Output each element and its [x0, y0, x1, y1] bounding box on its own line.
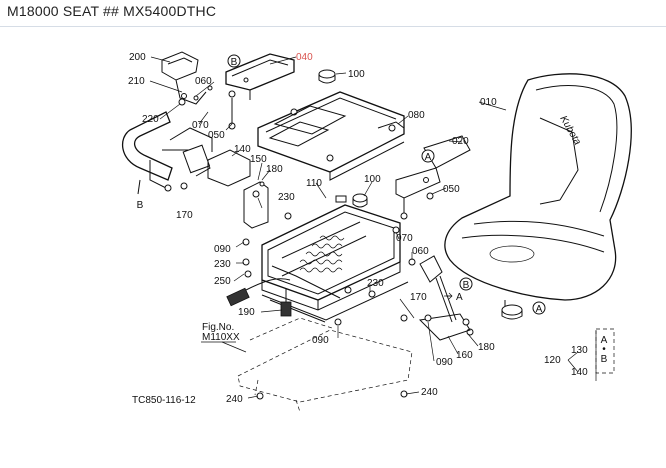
seat-belt	[121, 111, 213, 195]
marker-B-4: B	[601, 354, 608, 365]
marker-B-3: B	[459, 277, 473, 291]
base-plate	[237, 317, 413, 413]
part-label-170b: 170	[410, 292, 427, 303]
title-divider	[0, 26, 666, 27]
part-label-080: 080	[408, 110, 425, 121]
part-label-050a: 050	[208, 130, 225, 141]
leader-lines	[149, 56, 597, 399]
drawing-code: TC850-116-12	[132, 395, 196, 406]
marker-label: B	[463, 280, 470, 291]
part-label-160: 160	[456, 350, 473, 361]
knob-100-middle	[352, 193, 368, 208]
part-label-100a: 100	[348, 69, 365, 80]
marker-label: B	[601, 354, 608, 365]
part-label-090c: 090	[436, 357, 453, 368]
page-title: M18000 SEAT ## MX5400DTHC	[7, 3, 217, 19]
part-label-230b: 230	[214, 259, 231, 270]
arrow-A-label: A	[456, 292, 463, 303]
marker-dot: •	[602, 344, 606, 355]
part-label-140b: 140	[571, 367, 588, 378]
part-label-180a: 180	[266, 164, 283, 175]
part-label-140a: 140	[234, 144, 251, 155]
part-label-200: 200	[129, 52, 146, 63]
seat-brand-text: Kubota	[557, 114, 583, 147]
part-label-150: 150	[250, 154, 267, 165]
marker-label: A	[536, 304, 543, 315]
part-label-100b: 100	[364, 174, 381, 185]
fasteners-left	[193, 85, 292, 278]
side-bracket-left	[207, 149, 269, 246]
fasteners-right	[256, 226, 474, 400]
marker-label: B	[137, 200, 144, 211]
part-label-060a: 060	[195, 76, 212, 87]
marker-label: B	[231, 57, 238, 68]
part-label-190: 190	[238, 307, 255, 318]
part-label-090b: 090	[312, 335, 329, 346]
marker-label: A	[601, 335, 608, 346]
rail-bracket-020	[395, 135, 471, 220]
part-label-090a: 090	[214, 244, 231, 255]
part-label-220: 220	[142, 114, 159, 125]
part-label-180b: 180	[478, 342, 495, 353]
fig-no-label: Fig.No.	[202, 322, 234, 333]
part-label-110: 110	[306, 178, 322, 189]
release-lever	[226, 265, 341, 317]
part-label-070a: 070	[192, 120, 209, 131]
part-label-070b: 070	[396, 233, 413, 244]
parts-diagram: A A A B B B B A • 200 210 220 070 060 05…	[0, 27, 666, 463]
seat-cushion	[444, 73, 632, 320]
part-label-050b: 050	[443, 184, 460, 195]
bracket-200	[161, 51, 207, 106]
marker-label: A	[425, 152, 432, 163]
part-label-060b: 060	[412, 246, 429, 257]
knob-100-top	[318, 69, 336, 84]
part-label-240b: 240	[421, 387, 438, 398]
part-label-120: 120	[544, 355, 561, 366]
upper-plate-assembly	[257, 91, 405, 181]
marker-A-2: A	[532, 301, 546, 315]
bracket-040	[225, 53, 295, 100]
part-label-170a: 170	[176, 210, 193, 221]
part-label-020: 020	[452, 136, 469, 147]
group-box	[595, 328, 615, 374]
part-label-230a: 230	[278, 192, 295, 203]
part-label-230c: 230	[367, 278, 384, 289]
seat-rail-frame	[261, 195, 409, 323]
part-label-210: 210	[128, 76, 145, 87]
part-label-040: 040	[296, 52, 313, 63]
adjust-lever	[418, 255, 471, 341]
part-label-240a: 240	[226, 394, 243, 405]
marker-A-1: A	[421, 149, 435, 163]
part-labels: 200 210 220 070 060 050 040 100 010 080 …	[128, 52, 588, 405]
marker-B-1: B	[227, 54, 241, 68]
part-label-250: 250	[214, 276, 231, 287]
title-bar: M18000 SEAT ## MX5400DTHC	[0, 0, 666, 26]
fig-ref-label: M110XX	[202, 332, 240, 343]
part-label-130: 130	[571, 345, 588, 356]
marker-A-3: A	[601, 335, 608, 346]
part-label-010: 010	[480, 97, 497, 108]
marker-B-2: B	[137, 200, 144, 211]
